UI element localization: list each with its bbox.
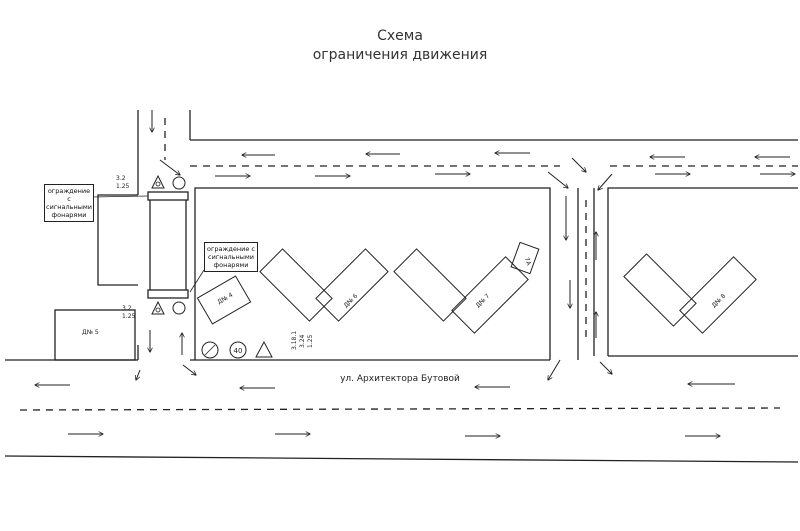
building-label-6: Д№ 6	[343, 292, 360, 309]
building-label-7a: 7А	[523, 257, 533, 268]
building-label-left: Д№ 4	[216, 291, 234, 305]
sign-code: 3.24	[299, 334, 306, 348]
arrow	[598, 173, 613, 190]
sign-code: 3.2	[116, 175, 126, 182]
diagram-title-line2: ограничения движения	[312, 47, 488, 63]
warning-sign-icon	[255, 340, 273, 358]
sign-code: 1.25	[116, 183, 130, 190]
arrow	[571, 157, 586, 172]
arrow	[599, 361, 612, 374]
left-building	[97, 194, 138, 286]
building-5	[54, 309, 136, 361]
diagram-title-line1: Схема	[377, 28, 423, 44]
speed-limit-sign-icon	[229, 341, 247, 359]
building-left	[196, 275, 252, 325]
building-7b	[451, 256, 529, 334]
arrow	[182, 364, 196, 375]
fence-bottom	[147, 289, 189, 299]
fence-callout-center: ограждение с сигнальными фонарями	[204, 242, 258, 272]
street-name: ул. Архитектора Бутовой	[340, 374, 460, 384]
sign-code: 1.25	[122, 313, 136, 320]
building-8b	[679, 256, 757, 334]
arrow	[548, 359, 561, 380]
fence-callout-left: ограждение с сигнальными фонарями	[44, 184, 94, 222]
building-8a	[623, 253, 697, 327]
building-label-5: Д№ 5	[82, 329, 99, 336]
building-7a	[393, 248, 467, 322]
no-entry-sign-icon	[172, 301, 186, 315]
building-6a	[259, 248, 333, 322]
block-right	[607, 187, 798, 356]
no-entry-sign-icon	[172, 176, 186, 190]
building-label-8: Д№ 8	[711, 292, 728, 309]
sign-code: 3.2	[122, 305, 132, 312]
arrow	[547, 171, 568, 188]
building-label-7: Д№ 7	[475, 292, 492, 309]
arrow	[136, 369, 141, 380]
arrow	[159, 159, 180, 175]
building-7a-annex	[510, 241, 540, 275]
building-6b	[315, 248, 389, 322]
block-central	[194, 187, 551, 360]
fence-top	[147, 191, 189, 201]
speed-limit-value: 40	[234, 347, 243, 355]
center-line	[19, 407, 781, 411]
sign-code: 1.25	[307, 334, 314, 348]
road-edge	[4, 455, 799, 463]
sign-code: 3.18.1	[291, 331, 298, 350]
